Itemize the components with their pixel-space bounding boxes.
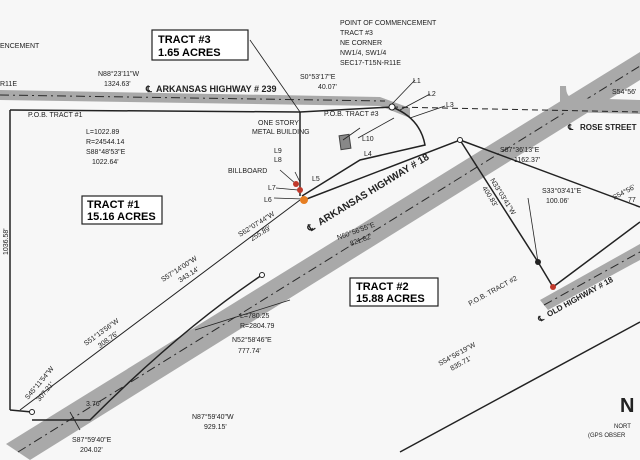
call-s053-bearing: S0°53'17"E [300, 73, 336, 81]
tract-3-name: TRACT #3 [158, 34, 211, 46]
poc-note: POINT OF COMMENCEMENT TRACT #3 NE CORNER… [340, 20, 437, 67]
rose-street-label: ROSE STREET [580, 123, 637, 132]
poc-line-1: POINT OF COMMENCEMENT [340, 20, 437, 27]
tract-1-area: 15.16 ACRES [87, 211, 156, 223]
poc-line-2: TRACT #3 [340, 30, 373, 37]
tract-2-area: 15.88 ACRES [356, 293, 425, 305]
call-l4: L4 [364, 151, 372, 158]
building-label-2: METAL BUILDING [252, 129, 310, 136]
call-l5: L5 [312, 176, 320, 183]
curve-1-radius: R=24544.14 [86, 139, 124, 146]
pob-tract-2-label: P.O.B. TRACT #2 [468, 275, 519, 308]
curve-1-distance: 1022.64' [92, 159, 119, 166]
billboard-marker-1 [293, 181, 299, 187]
rose-street-road [560, 86, 640, 114]
r11e-label: R11E [0, 81, 17, 88]
corner-marker-1 [259, 272, 265, 278]
cl-rose-symbol: ℄ [567, 123, 574, 132]
call-1036-distance: 1036.58' [3, 228, 10, 255]
call-s33-bearing: S33°03'41"E [542, 187, 582, 195]
curve-2-distance: 777.74' [238, 348, 261, 355]
cl-18-symbol: ℄ [305, 222, 318, 236]
highway-18-centerline [17, 65, 640, 453]
tract-3-area: 1.65 ACRES [158, 47, 221, 59]
call-l1: L1 [413, 78, 421, 85]
call-s54a: S54°56' [612, 88, 636, 96]
call-l6: L6 [264, 197, 272, 204]
call-l2: L2 [428, 91, 436, 98]
billboard-label: BILLBOARD [228, 168, 267, 175]
tract-1-label-box: TRACT #1 15.16 ACRES [81, 195, 163, 225]
curve-2-bearing: N52°58'46"E [232, 336, 272, 344]
call-s87-36-bearing: S87°36'13"E [500, 146, 540, 154]
pob-tract-2-marker [535, 259, 541, 265]
north-text-2: (GPS OBSER [588, 433, 626, 439]
billboard-marker-2 [297, 187, 303, 193]
curve-2-radius: R=2804.79 [240, 323, 275, 330]
encement-label: ENCEMENT [0, 43, 40, 50]
call-s87-59-bearing: S87°59'40"E [72, 436, 112, 444]
billboard-marker-3 [300, 196, 308, 204]
poc-line-3: NE CORNER [340, 40, 382, 47]
call-l3: L3 [446, 102, 454, 109]
call-s87-59-distance: 204.02' [80, 447, 103, 454]
building-label-1: ONE STORY [258, 120, 299, 127]
curve-2-length: L=780.25 [240, 313, 269, 320]
highway-239-centerline [0, 94, 386, 102]
call-l10: L10 [362, 136, 374, 143]
corner-marker-3 [29, 409, 35, 415]
call-s87-36-distance: 1162.37' [514, 157, 540, 164]
call-n87-distance: 929.15' [204, 424, 227, 431]
cl-old-symbol: ℄ [536, 313, 546, 324]
north-text-1: NORT [614, 424, 631, 430]
call-n87-bearing: N87°59'40"W [192, 413, 234, 421]
old-hwy-marker [550, 284, 556, 290]
call-s54b-distance: 77 [628, 197, 636, 204]
cl-239-symbol: ℄ [145, 84, 152, 94]
pob-tract-1-label: P.O.B. TRACT #1 [28, 112, 83, 119]
north-arrow-letter: N [620, 395, 634, 417]
tract-1-name: TRACT #1 [87, 199, 140, 211]
corner-marker-2 [457, 137, 463, 143]
pob-tract-3-label: P.O.B. TRACT #3 [324, 111, 379, 118]
old-highway-18-road [540, 244, 640, 310]
call-l8: L8 [274, 157, 282, 164]
leader-lines [69, 39, 539, 431]
call-n88-distance: 1324.63' [104, 81, 131, 88]
call-376: 3.76' [86, 401, 101, 408]
call-n88-bearing: N88°23'11"W [98, 70, 140, 78]
highway-239-label: ARKANSAS HIGHWAY # 239 [156, 84, 277, 94]
poc-marker [388, 103, 396, 111]
call-s33-distance: 100.06' [546, 198, 569, 205]
tract-1-frontage [19, 199, 301, 411]
highway-18-road [6, 52, 640, 460]
curve-1-length: L=1022.89 [86, 129, 119, 136]
metal-building [338, 133, 352, 151]
curve-1-bearing: S88°48'53"E [86, 148, 126, 156]
call-l9: L9 [274, 148, 282, 155]
call-s053-distance: 40.07' [318, 84, 337, 91]
tract-2-name: TRACT #2 [356, 281, 409, 293]
call-l7: L7 [268, 185, 276, 192]
poc-line-5: SEC17-T15N-R11E [340, 60, 401, 67]
tract-2-label-box: TRACT #2 15.88 ACRES [349, 277, 439, 307]
poc-line-4: NW1/4, SW1/4 [340, 50, 386, 57]
tract-3-label-box: TRACT #3 1.65 ACRES [151, 29, 249, 61]
